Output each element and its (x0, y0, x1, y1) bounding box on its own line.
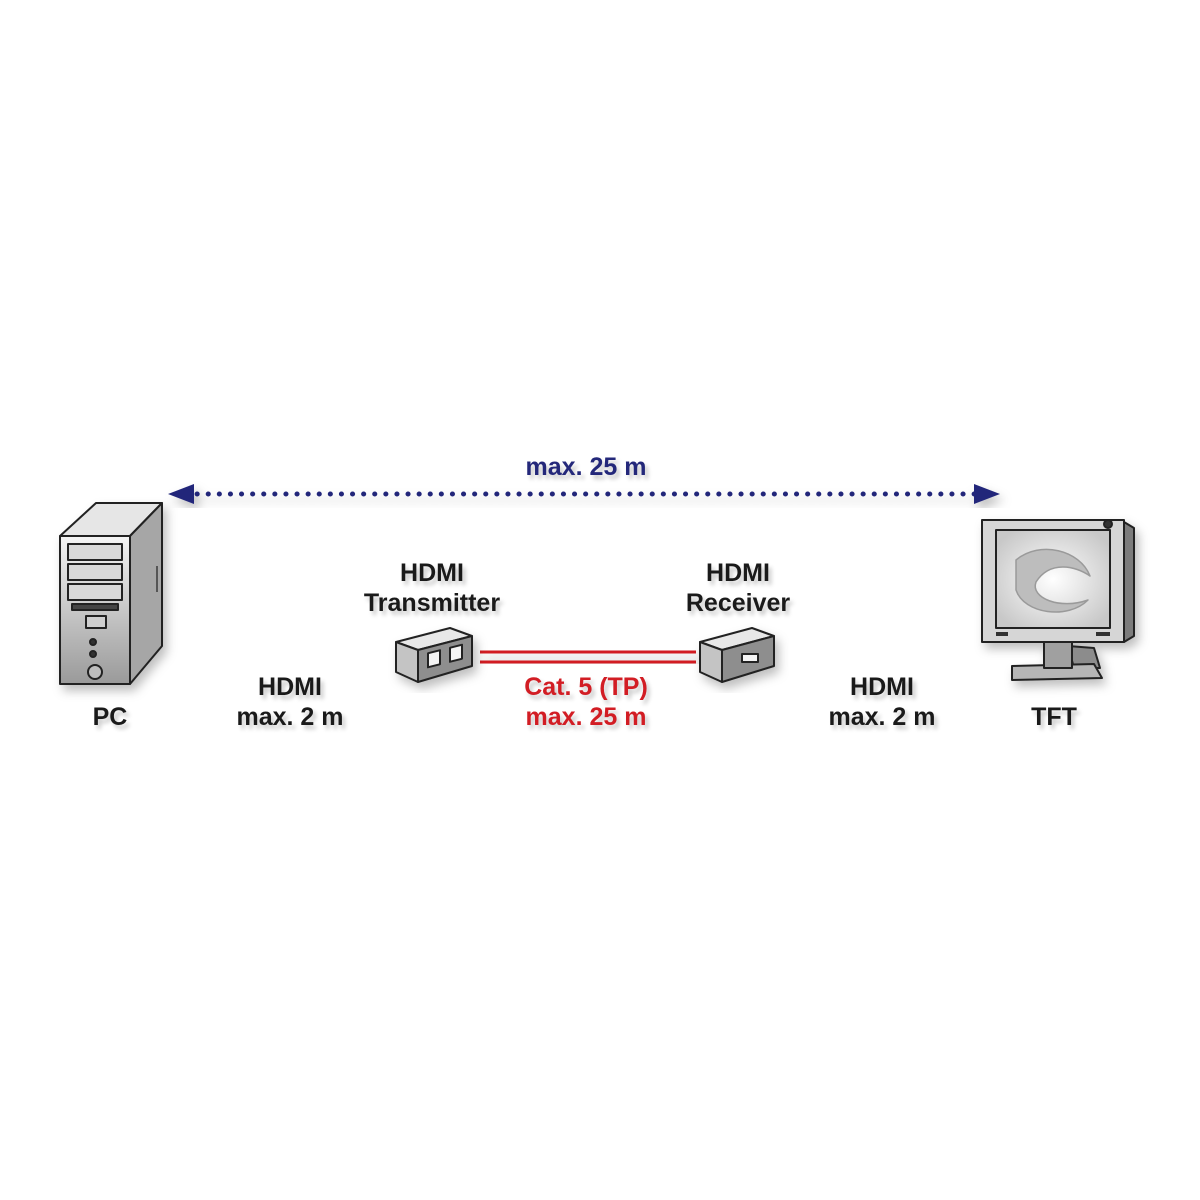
cat5-label-line1: Cat. 5 (TP) (524, 673, 648, 701)
pc-tower-icon (59, 502, 163, 685)
hdmi-left-label-line1: HDMI (258, 673, 322, 701)
span-arrow (168, 484, 1000, 504)
span-label: max. 25 m (525, 453, 647, 481)
cat5-cable (480, 650, 696, 664)
receiver-box-icon (699, 627, 775, 683)
hdmi-left-label: HDMI max. 2 m (170, 672, 410, 732)
pc-label: PC (92, 703, 128, 731)
receiver-label: HDMI Receiver (618, 558, 858, 618)
monitor-icon (981, 519, 1135, 681)
transmitter-label: HDMI Transmitter (312, 558, 552, 618)
hdmi-right-label: HDMI max. 2 m (762, 672, 1002, 732)
transmitter-box-icon (395, 627, 473, 683)
cat5-label-line2: max. 25 m (525, 703, 647, 731)
receiver-label-line2: Receiver (685, 589, 791, 617)
hdmi-right-label-line1: HDMI (850, 673, 914, 701)
receiver-label-line1: HDMI (706, 559, 770, 587)
hdmi-right-label-line2: max. 2 m (828, 703, 936, 731)
tft-label: TFT (1031, 703, 1077, 731)
hdmi-left-label-line2: max. 2 m (236, 703, 344, 731)
cat5-label: Cat. 5 (TP) max. 25 m (466, 672, 706, 732)
transmitter-label-line2: Transmitter (363, 589, 501, 617)
transmitter-label-line1: HDMI (400, 559, 464, 587)
